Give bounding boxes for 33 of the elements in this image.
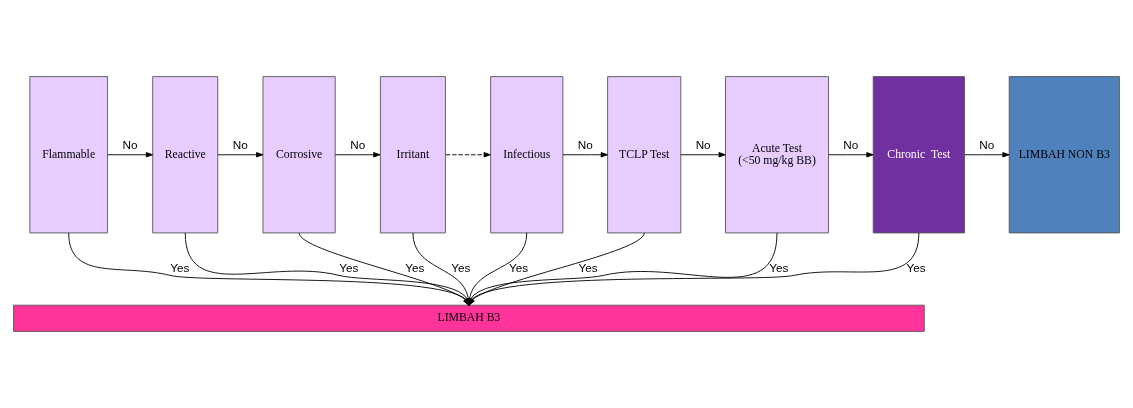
arrow [562,152,608,158]
node-box: Chronic Test [872,76,965,234]
edge-label: No [122,137,138,151]
edge-label: No [695,137,711,151]
node-box: TCLP Test [607,76,682,234]
arrow [107,152,154,158]
node-box: LIMBAH NON B3 [1008,76,1120,234]
node-box: Irritant [379,76,446,234]
edge-label: Yes [906,261,926,275]
arrow [964,152,1010,158]
node-box: Acute Test (<50 mg/kg BB) [725,76,829,234]
edge-label: Yes [170,261,190,275]
node-box: Corrosive [262,76,336,234]
node-box: Flammable [29,76,108,234]
edge-label: No [979,137,995,151]
arrow [217,152,264,158]
edge-label: No [350,137,366,151]
edge-label: Yes [405,261,425,275]
edge-label: No [843,137,859,151]
node-box: Infectious [490,76,564,234]
arrow [445,152,491,158]
edge-label: Yes [509,261,529,275]
node-box: LIMBAH B3 [13,304,925,332]
edge-label: No [232,137,248,151]
edge-label: Yes [339,261,359,275]
arrow [828,152,874,158]
edge-label: Yes [578,261,598,275]
edge-label: Yes [769,261,789,275]
arrow [334,152,381,158]
arrow [680,152,726,158]
edge-label: Yes [451,261,471,275]
node-box: Reactive [152,76,219,234]
edge-label: No [577,137,593,151]
